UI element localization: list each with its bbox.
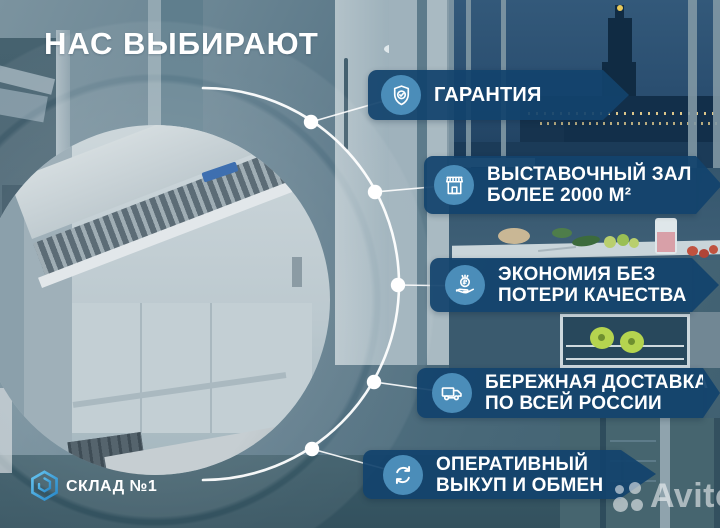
benefit-label: ЭКОНОМИЯ БЕЗ ПОТЕРИ КАЧЕСТВА — [498, 264, 687, 306]
photo-wall-seam — [210, 303, 212, 433]
bg-tomato — [687, 246, 698, 256]
benefit-savings: ₽ ЭКОНОМИЯ БЕЗ ПОТЕРИ КАЧЕСТВА — [430, 258, 719, 312]
bg-lime — [629, 238, 639, 248]
svg-text:₽: ₽ — [463, 280, 468, 287]
delivery-truck-icon — [432, 373, 472, 413]
shield-check-icon — [381, 75, 421, 115]
brand-logo: СКЛАД №1 — [30, 470, 157, 503]
banner-arrow-tip — [703, 368, 720, 418]
bg-greens — [552, 228, 572, 238]
bg-glass-door-frame — [714, 418, 720, 528]
benefit-label: ВЫСТАВОЧНЫЙ ЗАЛ БОЛЕЕ 2000 М² — [487, 164, 692, 206]
bg-fridge-side — [690, 312, 720, 368]
bg-door-panel — [161, 0, 203, 142]
benefit-exchange: ОПЕРАТИВНЫЙ ВЫКУП И ОБМЕН — [363, 450, 656, 499]
brand-name: СКЛАД №1 — [66, 477, 158, 495]
benefit-label: ОПЕРАТИВНЫЙ ВЫКУП И ОБМЕН — [436, 453, 604, 496]
avito-watermark: Avito — [610, 478, 720, 514]
bg-melon-spot — [628, 338, 635, 345]
bg-cabinet — [449, 312, 560, 368]
bg-lime — [617, 234, 629, 246]
bg-city-window-lights — [540, 122, 718, 125]
bg-tomato — [699, 249, 709, 258]
bg-bread — [498, 228, 530, 244]
hexagon-logo-icon — [31, 470, 58, 502]
exchange-icon — [383, 454, 423, 495]
bg-lime — [604, 236, 616, 248]
banner-arrow-tip — [692, 258, 719, 312]
bg-glass-door-frame — [660, 418, 670, 528]
showroom-icon — [434, 165, 474, 205]
bg-container-contents — [657, 232, 675, 252]
avito-logo-icon — [610, 478, 646, 514]
banner-arrow-tip — [603, 70, 629, 120]
photo-wall-bracket — [292, 257, 302, 287]
benefit-delivery: БЕРЕЖНАЯ ДОСТАВКА ПО ВСЕЙ РОССИИ — [417, 368, 720, 418]
bg-tomato — [709, 245, 718, 254]
benefit-label: ГАРАНТИЯ — [434, 83, 542, 106]
page-title: НАС ВЫБИРАЮТ — [44, 26, 319, 61]
banner-arrow-tip — [696, 156, 720, 214]
benefit-label: БЕРЕЖНАЯ ДОСТАВКА ПО ВСЕЙ РОССИИ — [485, 372, 709, 414]
bg-fridge-gap — [417, 0, 427, 365]
avito-watermark-text: Avito — [650, 477, 720, 515]
bg-glass-shelf — [610, 440, 656, 442]
bg-window-mullion — [713, 0, 720, 168]
bg-melon-spot — [598, 334, 605, 341]
bg-window-mullion — [688, 0, 697, 168]
photo-back-wall — [72, 303, 312, 433]
bg-city-tower-light — [617, 5, 623, 11]
bg-fridge-shelf — [566, 358, 684, 360]
photo-wall-seam — [140, 303, 142, 433]
benefit-showroom: ВЫСТАВОЧНЫЙ ЗАЛ БОЛЕЕ 2000 М² — [424, 156, 720, 214]
bg-door-frame — [148, 0, 161, 142]
savings-icon: ₽ — [445, 265, 485, 305]
bg-city-tower-spire — [615, 5, 624, 21]
kitchen-photo-circle — [0, 125, 330, 475]
benefit-warranty: ГАРАНТИЯ — [368, 70, 629, 120]
